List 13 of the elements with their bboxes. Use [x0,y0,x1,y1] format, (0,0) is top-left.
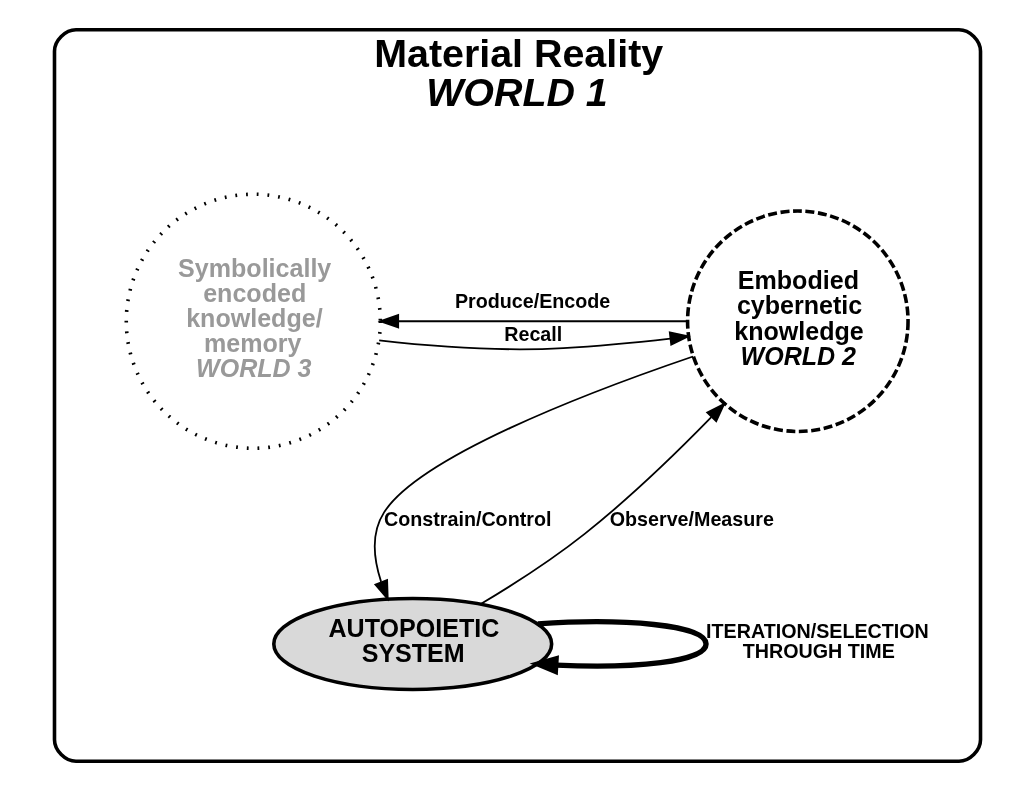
edge-label: Constrain/Control [383,508,551,531]
edge-label: Recall [503,322,562,345]
edge-label: Produce/Encode [454,290,610,313]
node-circle: Symbolically encoded knowledge/ memory WORLD 3 [124,192,382,451]
arrow [529,619,709,676]
edge-label: ITERATION/SELECTION THROUGH TIME [705,620,929,662]
arrow [377,313,688,329]
node-circle: Embodied cybernetic knowledge WORLD 2 [685,209,910,434]
arrow [373,355,694,602]
arrow [479,401,726,605]
edge-label: Observe/Measure [609,508,774,531]
arrow [377,331,691,351]
node-ellipse: AUTOPOIETIC SYSTEM [271,596,553,692]
